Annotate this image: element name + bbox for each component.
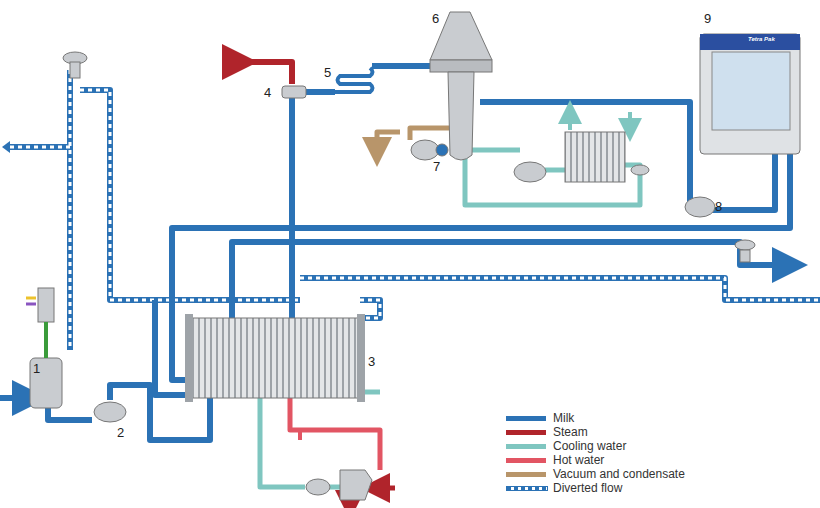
callout-number: 6 [432,12,439,25]
legend-text: Vacuum and condensate [553,468,685,481]
legend-swatch [506,444,546,449]
legend-swatch [506,458,546,463]
callout-number: 7 [433,160,440,173]
legend-text: Hot water [553,454,604,467]
legend-text: Milk [553,412,574,425]
legend-text: Diverted flow [553,482,622,495]
legend-swatch [506,472,546,477]
legend-text: Cooling water [553,440,626,453]
callout-number: 2 [117,426,124,439]
brand-label: Tetra Pak [748,36,775,42]
legend-swatch [506,486,548,491]
legend-swatch [506,430,546,435]
callout-number: 1 [33,362,40,375]
legend-text: Steam [553,426,588,439]
callout-number: 4 [264,86,271,99]
callout-number: 5 [324,66,331,79]
callout-number: 9 [704,12,711,25]
callout-number: 8 [715,200,722,213]
callout-number: 3 [368,355,375,368]
legend-swatch [506,416,546,421]
